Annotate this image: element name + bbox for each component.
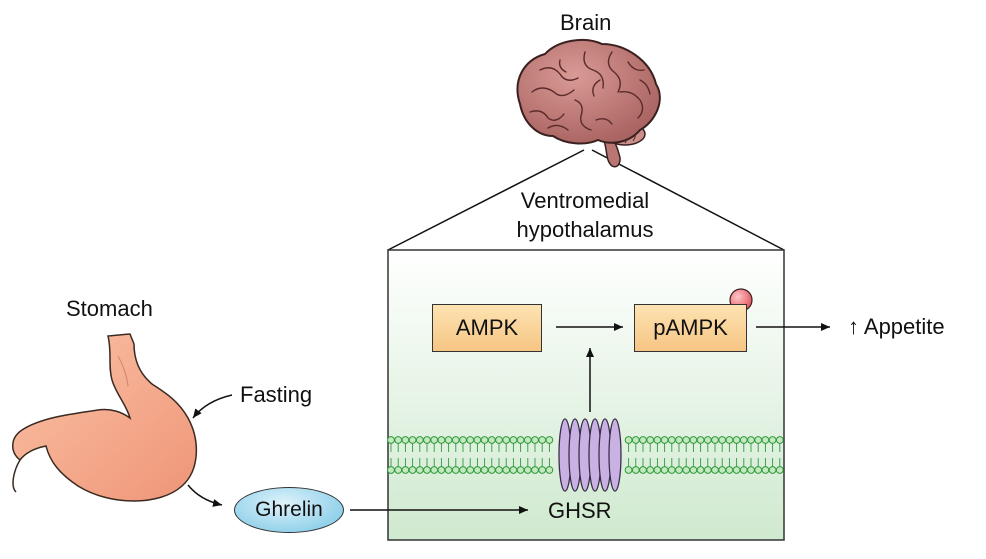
pampk-box: pAMPK — [634, 304, 747, 352]
ghsr-receptor-icon — [558, 418, 622, 492]
zoom-lines — [387, 149, 785, 251]
cell-membrane — [387, 436, 784, 474]
ampk-box: AMPK — [432, 304, 542, 352]
ghsr-label: GHSR — [548, 498, 612, 523]
stomach-icon — [12, 333, 198, 502]
ghrelin-ellipse: Ghrelin — [234, 487, 344, 533]
stomach-label: Stomach — [66, 296, 153, 321]
hypothalamus-panel — [387, 249, 785, 541]
arrow-fasting-to-stomach — [192, 394, 233, 419]
brain-label: Brain — [560, 10, 612, 35]
appetite-label: ↑ Appetite — [848, 314, 945, 339]
brain-icon — [516, 38, 661, 168]
region-label-line-1: Ventromedial — [520, 188, 650, 213]
region-label: Ventromedial hypothalamus — [455, 186, 715, 244]
arrow-stomach-to-ghrelin — [187, 484, 223, 507]
fasting-label: Fasting — [240, 382, 313, 407]
arrows — [187, 323, 830, 514]
region-label-line-2: hypothalamus — [516, 217, 654, 242]
